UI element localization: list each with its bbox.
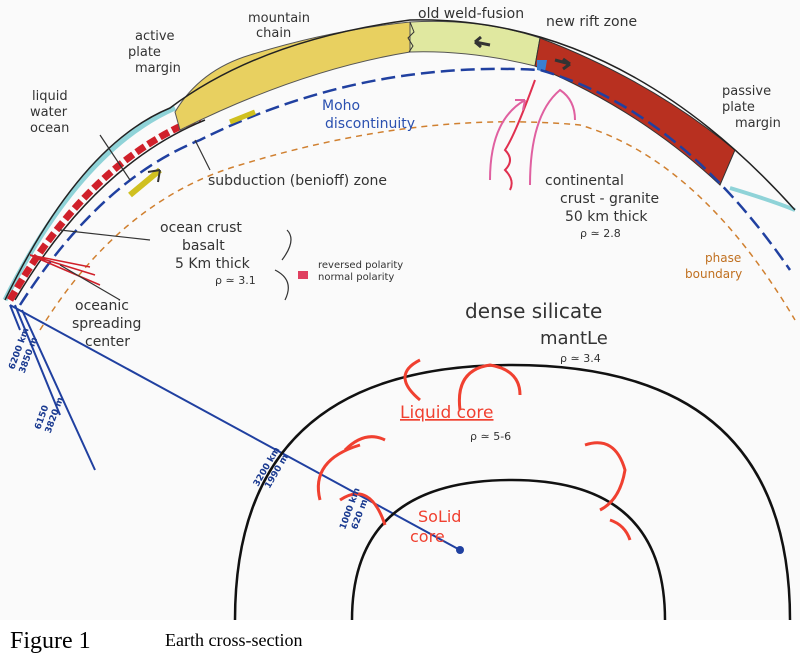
rift-plume-right: [529, 88, 576, 186]
convection-arrows: [316, 358, 632, 541]
earth-surface-line: [4, 19, 796, 301]
rift-plume-left: [489, 99, 526, 181]
new-rift-zone-label: new rift zone: [546, 14, 637, 30]
figure-title: Earth cross-section: [165, 630, 302, 650]
convection-arrow-icon: [584, 441, 627, 512]
subduction-zone-label: subduction (benioff) zone: [208, 173, 387, 189]
convection-arrow-icon: [609, 518, 632, 541]
liquid-core-label: Liquid core: [400, 403, 494, 423]
normal-polarity-label: normal polarity: [318, 272, 394, 283]
convection-arrow-icon: [457, 363, 522, 411]
oceanic-crust-line: [14, 119, 206, 301]
depth-leaders: [9, 304, 96, 471]
ocean-leader: [99, 134, 131, 181]
plate-arrow-icon: [229, 109, 256, 125]
oceanic-crust-band: [6, 114, 202, 302]
ocean-water-right: [729, 186, 796, 212]
rift-plume-wavy: [503, 79, 536, 191]
ocean-crust-leader: [59, 229, 151, 241]
polarity-bracket: [274, 229, 292, 301]
normal-polarity-swatch: [298, 271, 308, 279]
reversed-polarity-label: reversed polarity: [318, 260, 403, 271]
mountain-chain-block: [174, 21, 411, 131]
spreading-center-lines: [29, 254, 101, 286]
weld-line: [407, 21, 415, 53]
spreading-leader: [59, 264, 121, 301]
convection-arrow-icon: [339, 492, 387, 526]
arrow-right-icon: [554, 57, 571, 71]
outer-core-boundary: [233, 363, 792, 621]
phase-boundary-line: [39, 121, 796, 331]
figure-number: Figure 1: [10, 628, 91, 654]
subduction-arrowhead-icon: [147, 169, 161, 183]
subduction-arrow-icon: [128, 167, 162, 198]
inner-core-boundary: [350, 478, 667, 621]
old-weld-fusion-label: old weld-fusion: [418, 6, 524, 22]
convection-arrow-icon: [343, 435, 386, 452]
liquid-core-density: ρ ≃ 5-6: [470, 430, 511, 443]
convection-arrow-icon: [403, 358, 421, 402]
subduction-leader: [194, 139, 211, 171]
convection-arrow-icon: [316, 443, 361, 501]
rift-zone-blue: [537, 60, 547, 72]
arrow-left-icon: [474, 35, 491, 49]
continental-crust-block: [534, 37, 736, 186]
earth-center-dot: [456, 546, 464, 554]
caption-strip: [0, 620, 800, 661]
moho-discontinuity-line: [18, 67, 792, 306]
radius-line: [9, 304, 461, 551]
